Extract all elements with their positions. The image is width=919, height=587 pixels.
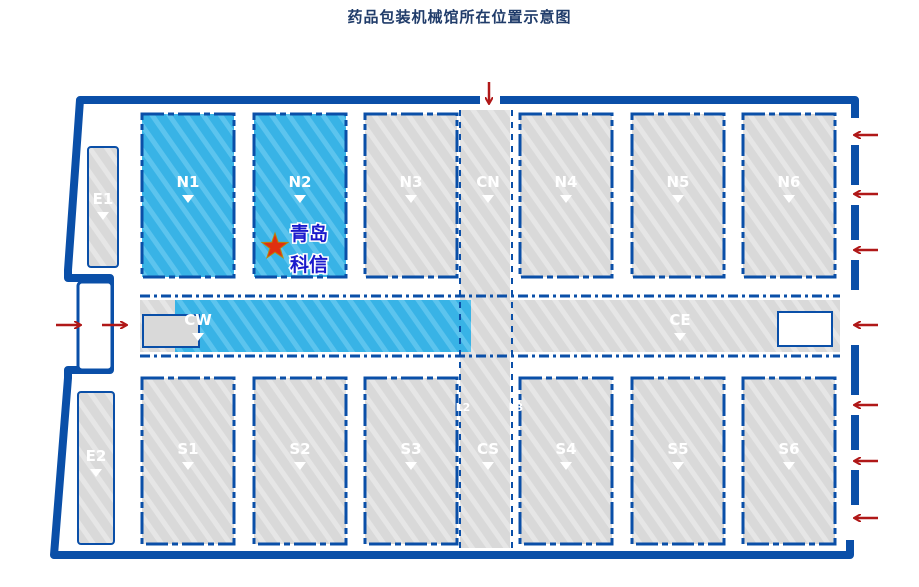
- label-n6: N6: [778, 173, 801, 191]
- label-l1: L1: [237, 137, 252, 150]
- booth-label-line2: 科信: [290, 253, 328, 276]
- entry-triangle-n3: [405, 195, 417, 203]
- entry-triangle-e2: [90, 469, 102, 477]
- hall-e1[interactable]: [87, 146, 119, 268]
- entry-triangle-l3-b: [617, 419, 628, 426]
- entrance-arrows: [56, 82, 878, 518]
- cw-annex: [142, 314, 200, 348]
- entry-triangle-s6: [783, 462, 795, 470]
- label-n5: N5: [667, 173, 690, 191]
- label-s5: S5: [667, 440, 688, 458]
- connector-labels: L1 L2 L2 L2 L3 L3 L3: [237, 137, 741, 414]
- label-l3-a: L3: [509, 401, 524, 414]
- label-s4: S4: [555, 440, 576, 458]
- map-title: 药品包装机械馆所在位置示意图: [347, 8, 572, 26]
- label-s6: S6: [778, 440, 799, 458]
- hall-s5[interactable]: [630, 376, 726, 546]
- entry-triangle-s1: [182, 462, 194, 470]
- entry-triangle-l1: [239, 155, 250, 162]
- ce-annex: [777, 311, 833, 347]
- south-halls: [140, 376, 837, 546]
- entry-triangle-s5: [672, 462, 684, 470]
- entry-triangle-s2: [294, 462, 306, 470]
- label-l2-b: L2: [348, 401, 363, 414]
- label-l2-c: L2: [456, 401, 471, 414]
- entry-triangle-n6: [783, 195, 795, 203]
- entry-triangle-n2: [294, 195, 306, 203]
- hall-labels: N1 N2 N3 CN N4 N5 N6 S1 S2 S3 CS S4 S5 S…: [86, 173, 801, 465]
- label-n4: N4: [555, 173, 578, 191]
- entry-triangle-cw: [192, 333, 204, 341]
- hall-s4[interactable]: [518, 376, 614, 546]
- entry-markers: [90, 155, 795, 477]
- entry-triangle-l2-b: [350, 419, 361, 426]
- label-n1: N1: [177, 173, 200, 191]
- entry-triangle-s3: [405, 462, 417, 470]
- entry-triangle-s4: [560, 462, 572, 470]
- label-l2-a: L2: [237, 401, 252, 414]
- label-l3-c: L3: [726, 401, 741, 414]
- label-e2: E2: [86, 447, 107, 465]
- cw-corridor-highlight: [175, 300, 471, 352]
- label-cs: CS: [477, 440, 499, 458]
- entry-triangle-n4: [560, 195, 572, 203]
- label-s1: S1: [177, 440, 198, 458]
- entry-triangle-ce: [674, 333, 686, 341]
- entry-triangle-cs: [482, 462, 494, 470]
- label-n2: N2: [289, 173, 312, 191]
- entry-triangle-n5: [672, 195, 684, 203]
- hall-s1[interactable]: [140, 376, 236, 546]
- hall-s3[interactable]: [363, 376, 459, 546]
- hall-s2[interactable]: [252, 376, 348, 546]
- entry-triangle-l2-a: [239, 419, 250, 426]
- star-icon: [260, 231, 290, 260]
- label-l3-b: L3: [615, 401, 630, 414]
- entry-triangle-e1: [97, 212, 109, 220]
- label-cw: CW: [184, 311, 212, 329]
- hall-e2[interactable]: [77, 391, 115, 545]
- entry-triangle-n1: [182, 195, 194, 203]
- label-ce: CE: [669, 311, 690, 329]
- label-e1: E1: [93, 190, 114, 208]
- label-cn: CN: [476, 173, 500, 191]
- label-s3: S3: [400, 440, 421, 458]
- entry-triangle-l3-c: [728, 419, 739, 426]
- booth-label-line1: 青岛: [290, 222, 328, 245]
- hall-s6[interactable]: [741, 376, 837, 546]
- label-n3: N3: [400, 173, 423, 191]
- label-s2: S2: [289, 440, 310, 458]
- entry-triangle-cn: [482, 195, 494, 203]
